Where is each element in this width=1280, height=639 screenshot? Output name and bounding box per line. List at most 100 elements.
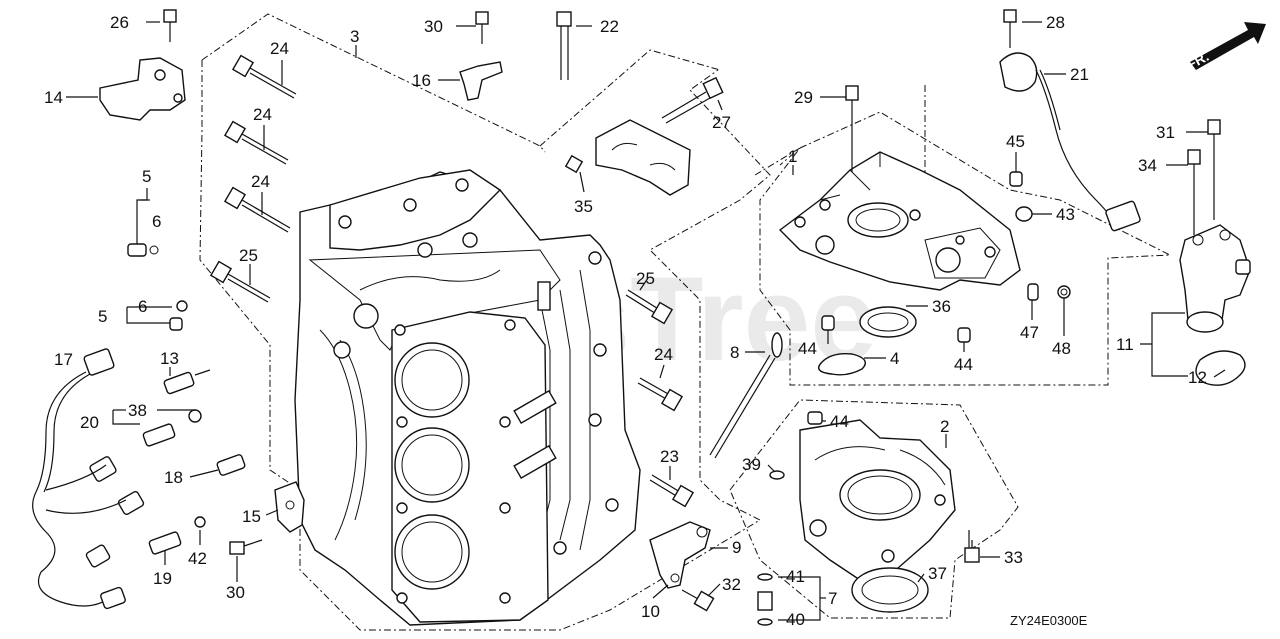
callout-31: 31 — [1156, 123, 1175, 142]
callout-6: 6 — [138, 297, 147, 316]
bolt-29 — [845, 85, 859, 172]
gasket-4 — [818, 352, 866, 376]
callout-40: 40 — [786, 610, 805, 629]
callout-38: 38 — [128, 401, 147, 420]
callout-30: 30 — [424, 17, 443, 36]
callout-15: 15 — [242, 507, 261, 526]
callout-labels: 26 14 5 6 6 5 17 13 38 20 18 15 42 19 30… — [44, 13, 1207, 629]
bracket-9 — [649, 521, 711, 589]
callout-21: 21 — [1070, 65, 1089, 84]
callout-4: 4 — [890, 349, 899, 368]
oil-pump-frame — [759, 111, 1172, 386]
fitting-48 — [1057, 285, 1071, 299]
callout-16: 16 — [412, 71, 431, 90]
callout-37: 37 — [928, 564, 947, 583]
callout-9: 9 — [732, 538, 741, 557]
callout-32: 32 — [722, 575, 741, 594]
bolt-25b — [625, 289, 674, 325]
sensor-21 — [999, 52, 1141, 232]
callout-23: 23 — [660, 447, 679, 466]
sensor-5b — [169, 300, 188, 331]
bolt-27 — [661, 76, 724, 124]
front-arrow-icon: FR. — [1184, 22, 1266, 73]
callout-48: 48 — [1052, 339, 1071, 358]
callout-28: 28 — [1046, 13, 1065, 32]
callout-42: 42 — [188, 549, 207, 568]
bracket-14 — [99, 57, 186, 121]
callout-14: 14 — [44, 88, 63, 107]
sensor-13 — [163, 369, 211, 395]
callout-45: 45 — [1006, 132, 1025, 151]
callout-5: 5 — [98, 307, 107, 326]
diagram-code: ZY24E0300E — [1010, 613, 1088, 628]
bolt-24b — [223, 120, 289, 165]
cylinder-block-frame — [201, 13, 546, 153]
callout-36: 36 — [932, 297, 951, 316]
bolt-33 — [964, 530, 980, 563]
washer-47 — [1027, 283, 1039, 301]
oil-seal-37 — [851, 567, 929, 613]
bolt-24d — [637, 377, 684, 412]
leader-lines — [66, 21, 1226, 621]
oil-seal-36 — [859, 306, 917, 338]
callout-26: 26 — [110, 13, 129, 32]
callout-19: 19 — [153, 569, 172, 588]
bolt-23 — [649, 474, 695, 508]
callout-11: 11 — [1116, 335, 1134, 354]
bolt-26 — [163, 9, 177, 42]
callout-10: 10 — [641, 602, 660, 621]
sensor-5a — [127, 243, 159, 257]
callout-29: 29 — [794, 88, 813, 107]
callout-27: 27 — [712, 113, 731, 132]
callout-43: 43 — [1056, 205, 1075, 224]
callout-34: 34 — [1138, 156, 1157, 175]
bolt-31 — [1207, 119, 1221, 220]
callout-22: 22 — [600, 17, 619, 36]
callout-2: 2 — [940, 417, 949, 436]
dowel-7 — [757, 573, 773, 626]
cover-2 — [769, 411, 956, 581]
callout-35: 35 — [574, 197, 593, 216]
gasket-12 — [1195, 350, 1246, 386]
callout-12: 12 — [1188, 368, 1207, 387]
bracket-16 — [459, 61, 503, 101]
dowel-45 — [1009, 171, 1023, 187]
callout-3: 3 — [350, 27, 359, 46]
bolt-25a — [209, 260, 271, 303]
dowel-44a — [821, 315, 835, 331]
callout-17: 17 — [54, 350, 73, 369]
bolt-22 — [556, 11, 572, 80]
bolt-32 — [681, 589, 715, 612]
callout-24: 24 — [253, 105, 272, 124]
callout-30: 30 — [226, 583, 245, 602]
dowel-44b — [957, 327, 971, 343]
callout-25: 25 — [239, 246, 258, 265]
callout-20: 20 — [80, 413, 99, 432]
sensor-18 — [216, 454, 246, 476]
callout-44: 44 — [954, 355, 973, 374]
callout-18: 18 — [164, 468, 183, 487]
callout-24: 24 — [251, 172, 270, 191]
spool-valve-11 — [1179, 224, 1251, 333]
callout-25: 25 — [636, 269, 655, 288]
cylinder-block — [294, 169, 641, 626]
callout-13: 13 — [160, 349, 179, 368]
callout-7: 7 — [828, 589, 837, 608]
callout-1: 1 — [788, 147, 797, 166]
callout-6: 6 — [152, 212, 161, 231]
bracket-35 — [564, 119, 691, 196]
callout-33: 33 — [1004, 548, 1023, 567]
oil-pump-plate-1 — [778, 151, 1021, 291]
callout-8: 8 — [730, 343, 739, 362]
sensor-20 — [142, 409, 202, 447]
bolt-30b — [229, 539, 263, 555]
bolt-30a — [475, 11, 489, 44]
bolt-24c — [223, 186, 291, 233]
front-marker: FR. — [1184, 48, 1211, 73]
callout-44: 44 — [830, 412, 849, 431]
callout-24: 24 — [654, 345, 673, 364]
bolt-28 — [1003, 9, 1017, 48]
bolt-34 — [1187, 149, 1201, 235]
callout-39: 39 — [742, 455, 761, 474]
